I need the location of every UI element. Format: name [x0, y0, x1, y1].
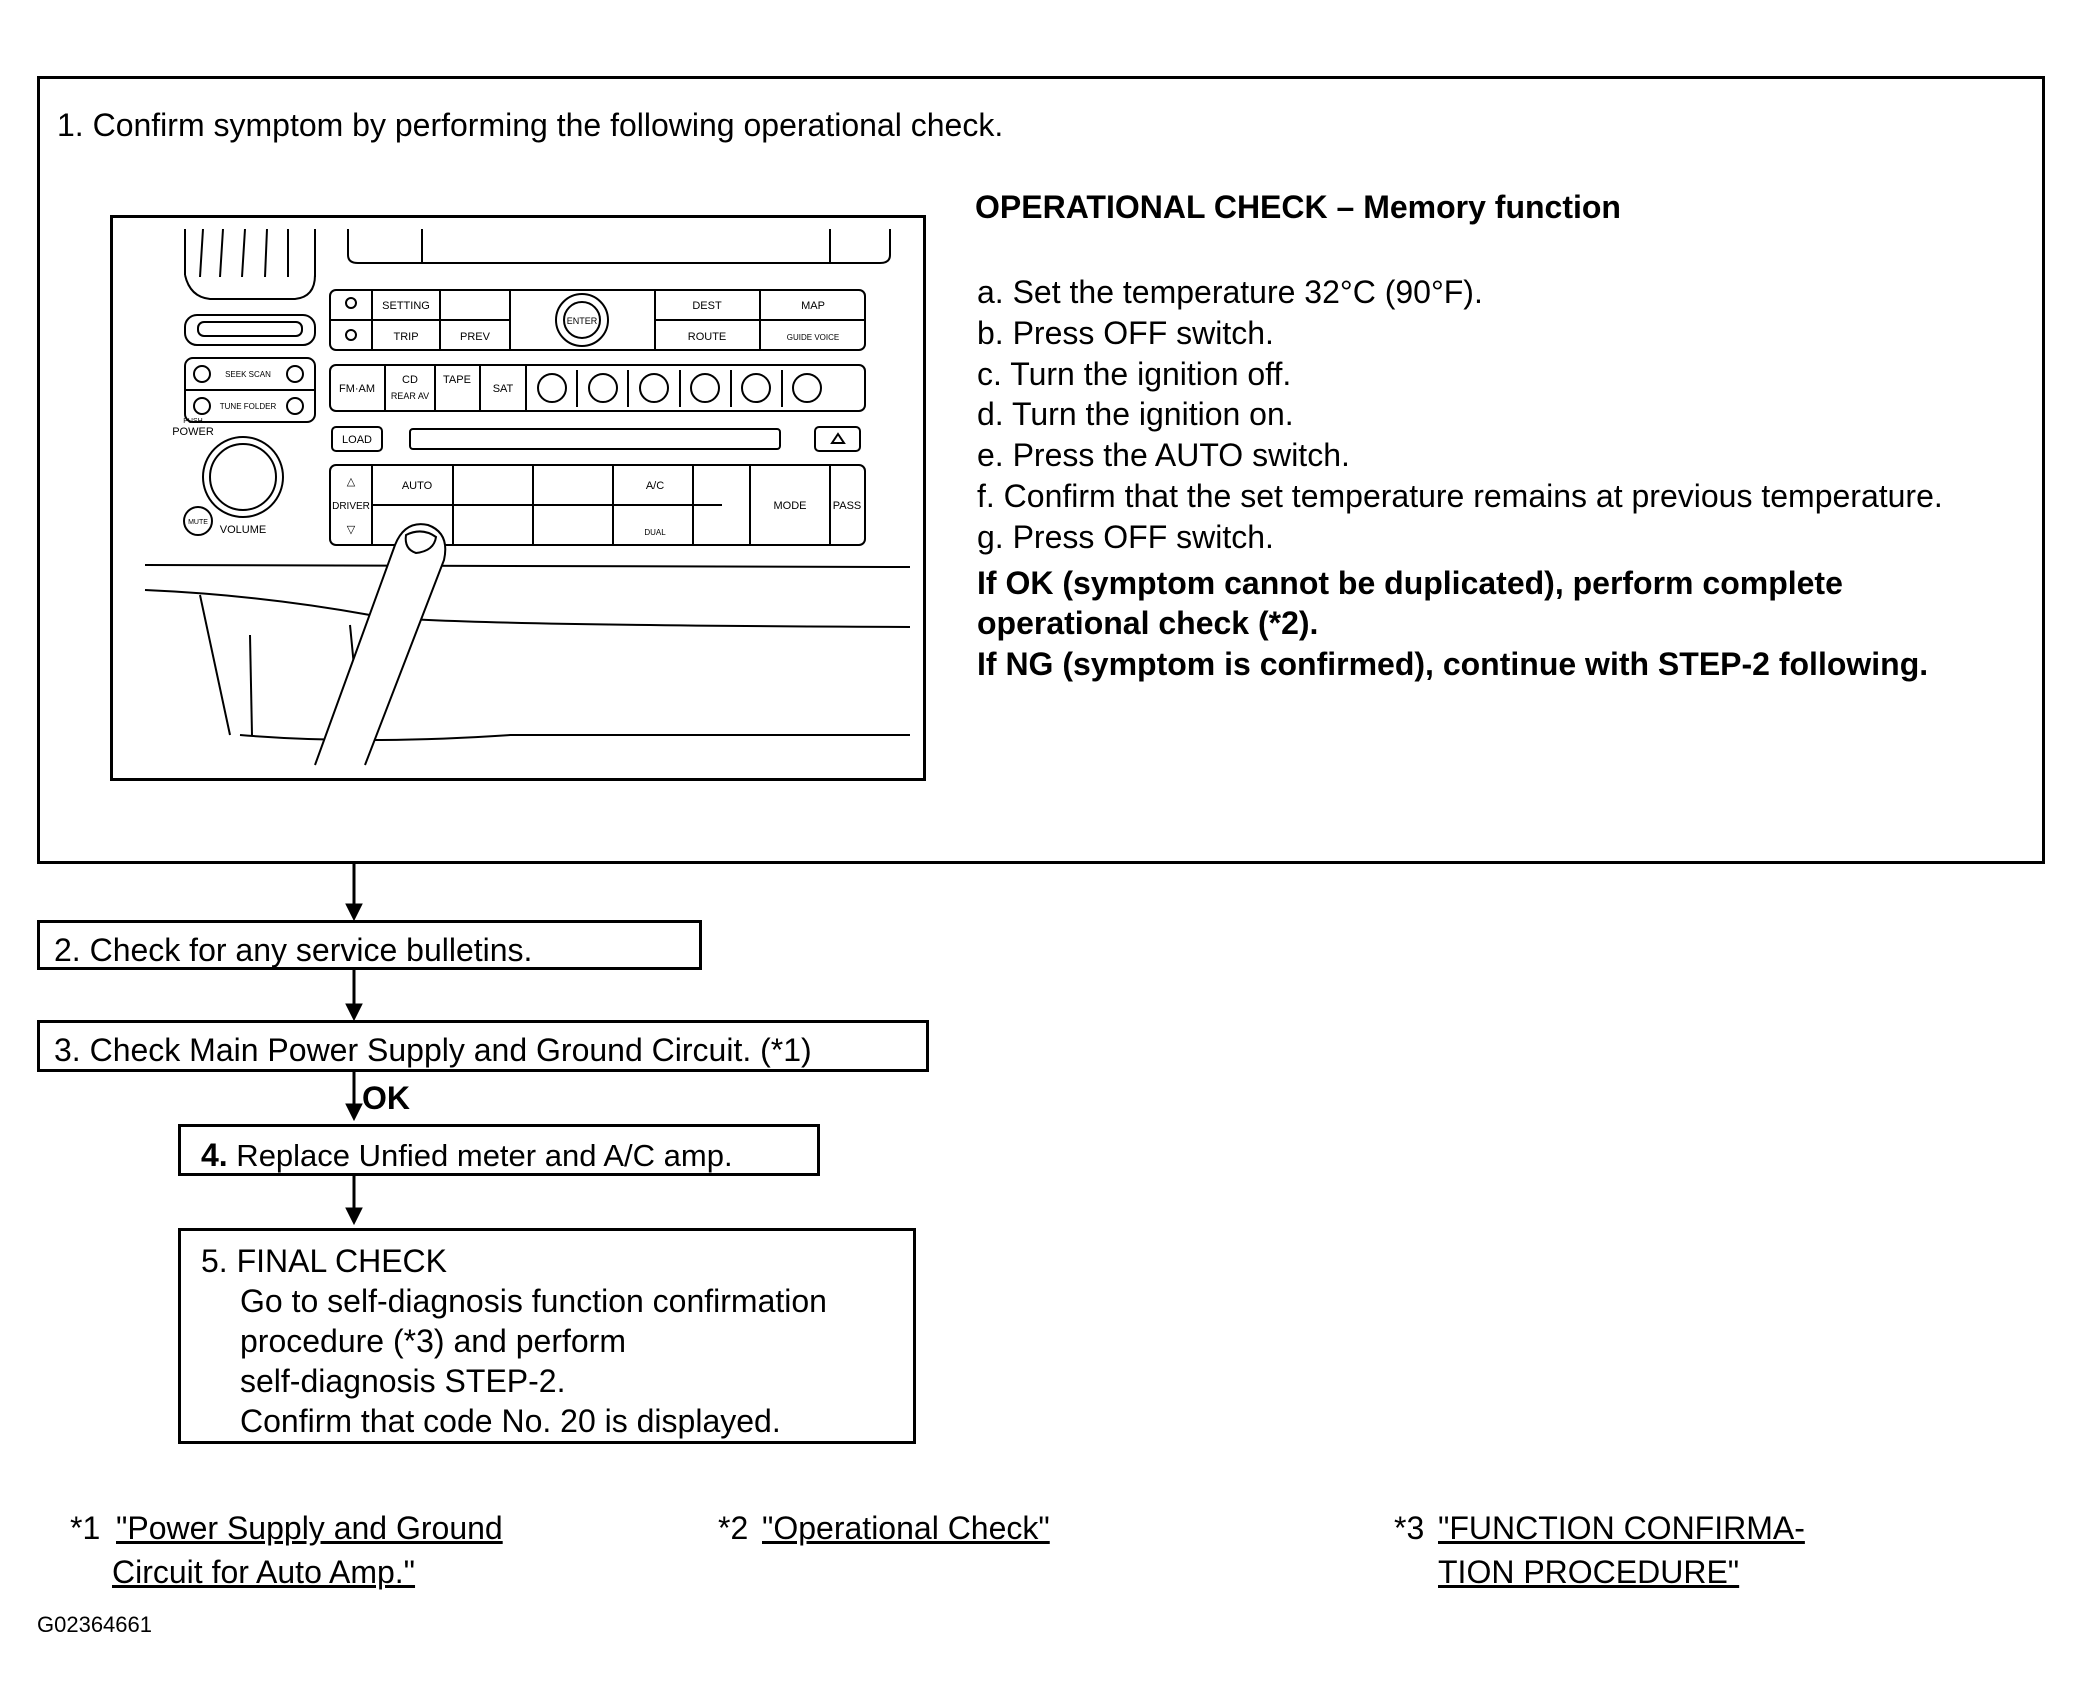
panel-trip-label: TRIP: [393, 331, 418, 343]
step5-line-2: procedure (*3) and perform: [240, 1323, 626, 1359]
result-line-3: If NG (symptom is confirmed), continue w…: [977, 646, 1929, 682]
check-item-b: b. Press OFF switch.: [977, 315, 1274, 351]
check-item-f: f. Confirm that the set temperature rema…: [977, 478, 1943, 514]
figure-id: G02364661: [37, 1612, 152, 1637]
panel-route-label: ROUTE: [688, 331, 727, 343]
check-item-g: g. Press OFF switch.: [977, 519, 1274, 555]
panel-mode-label: MODE: [774, 500, 807, 512]
check-item-a: a. Set the temperature 32°C (90°F).: [977, 274, 1483, 310]
ref2-link[interactable]: "Operational Check": [762, 1510, 1050, 1546]
panel-volume-label: VOLUME: [220, 524, 266, 536]
panel-push-label: PUSH: [183, 418, 202, 425]
panel-enter-label: ENTER: [567, 316, 598, 326]
panel-mute-label: MUTE: [188, 519, 208, 526]
step3-box: 3. Check Main Power Supply and Ground Ci…: [37, 1020, 929, 1072]
panel-load-label: LOAD: [342, 434, 372, 446]
step4-label: Replace Unfied meter and A/C amp.: [227, 1138, 733, 1173]
ref1-mark: *1: [70, 1510, 101, 1546]
step4-number: 4.: [201, 1137, 228, 1173]
panel-down-arrow-icon: ▽: [347, 524, 356, 536]
step4-text: 4. Replace Unfied meter and A/C amp.: [201, 1137, 733, 1174]
step1-title: 1. Confirm symptom by performing the fol…: [57, 107, 1004, 143]
ref1-link-line2[interactable]: Circuit for Auto Amp.": [112, 1554, 416, 1590]
panel-fm-am-label: FM·AM: [339, 383, 375, 395]
check-item-d: d. Turn the ignition on.: [977, 396, 1294, 432]
panel-pass-label: PASS: [833, 500, 862, 512]
ref1-link-line1[interactable]: "Power Supply and Ground: [116, 1510, 503, 1546]
operational-check-title: OPERATIONAL CHECK – Memory function: [975, 189, 1621, 225]
step5-line-1: Go to self-diagnosis function confirmati…: [240, 1283, 827, 1319]
step5-line-3: self-diagnosis STEP-2.: [240, 1363, 566, 1399]
ref3-mark: *3: [1394, 1510, 1425, 1546]
step5-box: 5. FINAL CHECK Go to self-diagnosis func…: [178, 1228, 916, 1444]
step5-title: 5. FINAL CHECK: [201, 1243, 447, 1279]
ref2-mark: *2: [718, 1510, 749, 1546]
panel-cd-label: CD: [402, 374, 418, 386]
step2-box: 2. Check for any service bulletins.: [37, 920, 702, 970]
panel-power-label: POWER: [172, 426, 214, 438]
step2-text: 2. Check for any service bulletins.: [54, 932, 533, 968]
panel-auto-label: AUTO: [402, 480, 433, 492]
check-item-c: c. Turn the ignition off.: [977, 356, 1292, 392]
panel-tune-label: TUNE FOLDER: [220, 402, 277, 411]
panel-seek-label: SEEK SCAN: [225, 370, 271, 379]
panel-ac-label: A/C: [646, 480, 664, 492]
panel-sat-label: SAT: [493, 383, 514, 395]
step3-text: 3. Check Main Power Supply and Ground Ci…: [54, 1032, 812, 1068]
ref3-link-line2[interactable]: TION PROCEDURE": [1438, 1554, 1740, 1590]
panel-dual-label: DUAL: [644, 528, 666, 537]
result-line-2: operational check (*2).: [977, 605, 1319, 641]
panel-tape-label: TAPE: [443, 374, 471, 386]
panel-map-label: MAP: [801, 300, 825, 312]
panel-setting-label: SETTING: [382, 300, 430, 312]
result-line-1: If OK (symptom cannot be duplicated), pe…: [977, 565, 1843, 601]
check-item-e: e. Press the AUTO switch.: [977, 437, 1350, 473]
step1-box: 1. Confirm symptom by performing the fol…: [37, 76, 2045, 864]
ok-label: OK: [362, 1080, 410, 1116]
panel-guide-label: GUIDE VOICE: [787, 333, 839, 342]
panel-dest-label: DEST: [692, 300, 722, 312]
panel-prev-label: PREV: [460, 331, 491, 343]
panel-driver-label: DRIVER: [332, 501, 370, 512]
step4-box: 4. Replace Unfied meter and A/C amp.: [178, 1124, 820, 1176]
panel-rear-av-label: REAR AV: [391, 391, 429, 401]
control-panel-illustration: SETTING TRIP PREV ENTER DEST ROUTE MAP G…: [110, 215, 926, 786]
step5-line-4: Confirm that code No. 20 is displayed.: [240, 1403, 781, 1439]
panel-up-arrow-icon: △: [347, 476, 356, 488]
ref3-link-line1[interactable]: "FUNCTION CONFIRMA-: [1438, 1510, 1805, 1546]
